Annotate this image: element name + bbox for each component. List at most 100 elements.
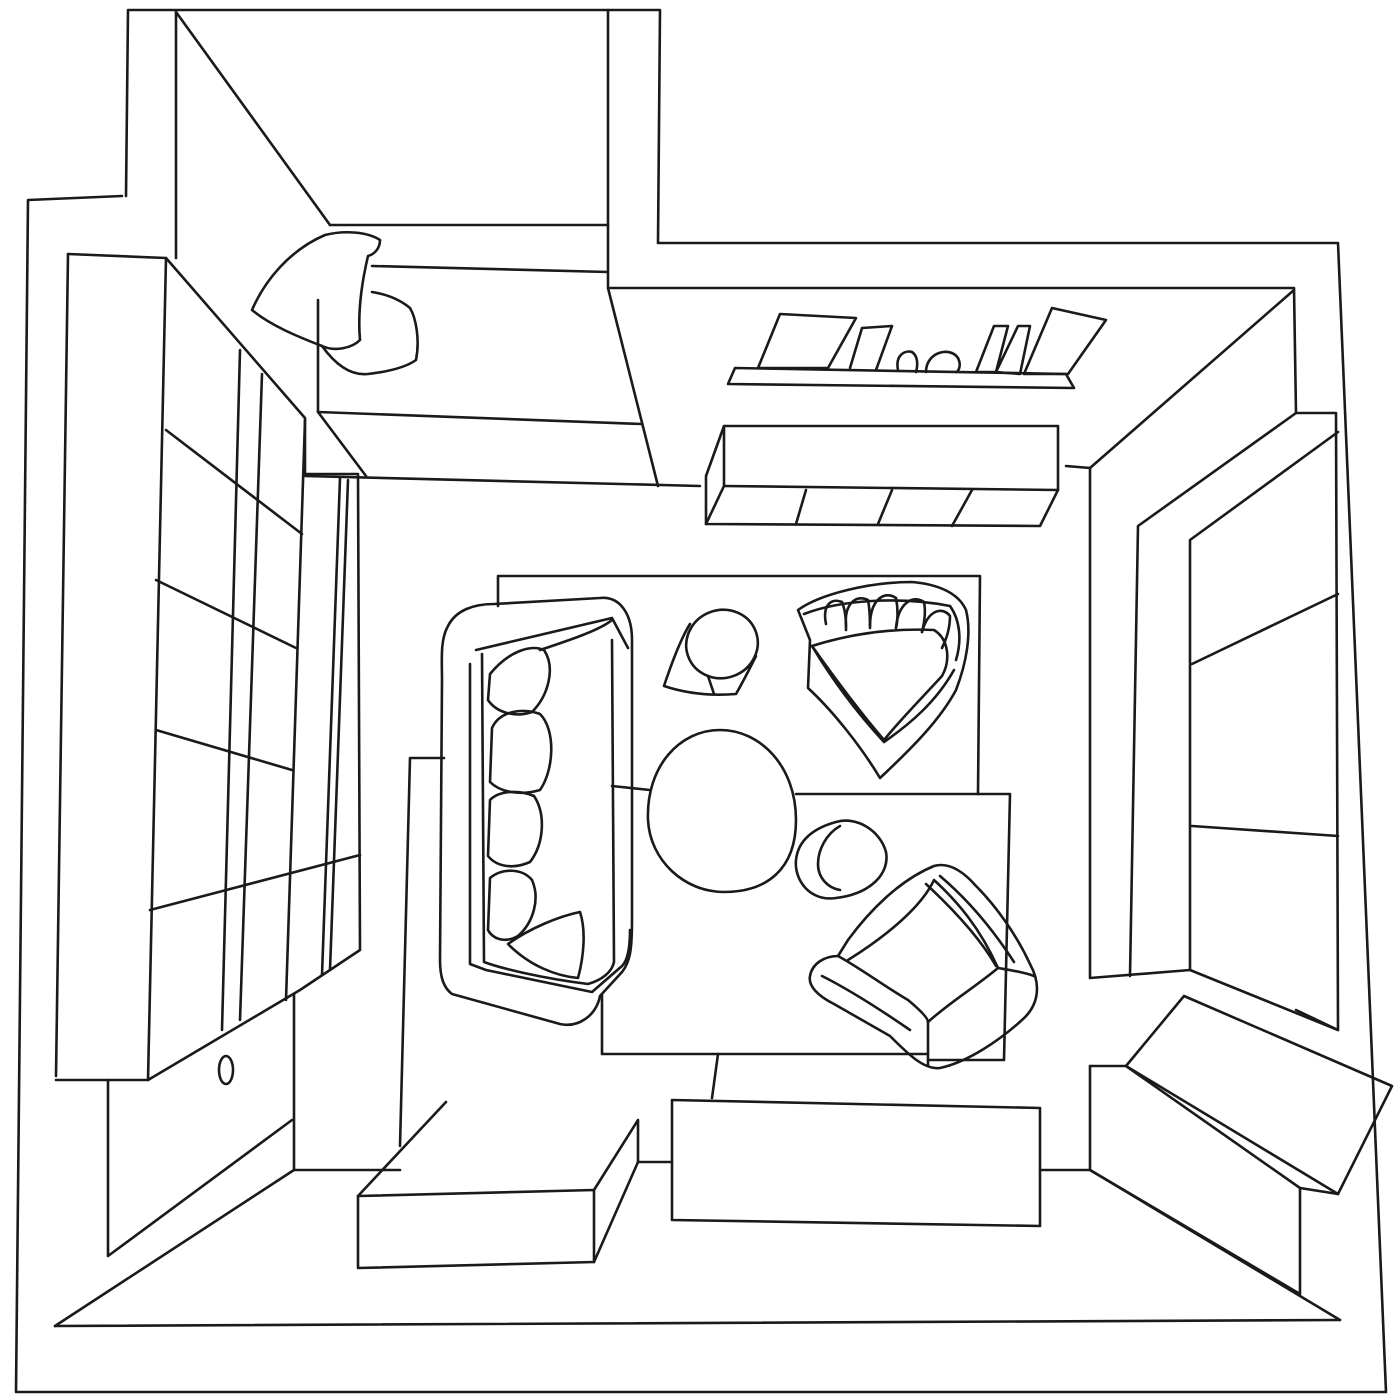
alcove [303,223,702,488]
room-bottom-wall [53,1318,1342,1328]
sofa-cushion-2 [488,709,553,795]
media-console-front [670,1098,1042,1228]
daybed-front [1088,1064,1302,1296]
wall-outlet-icon [217,1054,235,1086]
armchair [808,863,1039,1070]
window-transom-4 [148,853,362,912]
shell-chair-scallop-5 [920,609,952,650]
alcove-ledge [370,264,610,274]
shell-chair-rim [802,599,961,662]
shelf-book-4 [994,324,1032,376]
shelf-book-1 [756,312,858,370]
window-transom-1 [164,428,304,536]
rug-lower [794,792,1012,1062]
outer-wall-outline [14,8,1388,1394]
window-mullion-1 [220,348,242,1032]
side-table-outer [794,819,888,900]
sofa-arm-top [538,618,614,652]
doorway-frame [1128,411,1298,978]
shell-chair-lip [810,644,956,744]
window-frame-left [54,252,70,1078]
shelf-book-3 [974,324,1010,374]
window-transom-3 [154,728,294,772]
room-left-edge [398,756,446,1148]
corner-line-top-left [174,10,332,227]
outer-walls [14,8,1388,1394]
sofa-frame [438,596,634,1027]
shell-chair-scallop-4 [894,598,927,634]
shelf-vase-1 [896,350,919,374]
pouf [662,608,760,697]
armchair-arm-left [836,954,930,1024]
shell-chair-back [796,580,970,780]
window-transom-2 [154,578,298,650]
armchair-arm-left-2 [820,974,912,1032]
lamp-base [320,290,419,376]
armchair-back-inner [938,874,1016,964]
door-panel [1188,430,1340,972]
shelf-book-2 [848,324,894,372]
pouf-top [684,608,760,680]
bench [356,756,640,1270]
rug-lower-left [600,992,930,1056]
wall-shelf [726,306,1108,390]
window-mullion-3 [284,418,307,1002]
armchair-back-inner-2 [924,882,998,968]
right-wall-door [1064,411,1340,1032]
sofa-cushion-3 [486,790,544,868]
daybed-top [1124,994,1394,1196]
floor-lamp [250,230,419,376]
sofa-cushion-1 [486,646,552,716]
sideboard-door-1 [794,488,808,526]
alcove-diagonal [316,410,368,478]
coffee-table-top [646,728,798,894]
shelf-board [726,366,1076,390]
media-console-leg [710,1052,720,1100]
sideboard-bottom-edge [722,484,1060,492]
alcove-floor-edge [316,298,644,426]
daybed-side [1088,1064,1340,1196]
side-table [794,819,888,900]
sideboard-door-3 [950,488,974,528]
sideboard-door-2 [876,488,894,526]
sofa-backrest [480,638,616,986]
coffee-table [646,728,798,894]
sofa-throw-pillow [506,910,585,980]
armchair-arm-right [996,966,1036,978]
window-jamb [146,256,168,1082]
sideboard-side [704,484,726,526]
armchair-seat [846,878,1000,1024]
pouf-body [662,622,758,697]
shell-chair [796,580,970,780]
room-top-wall [606,286,1298,415]
sofa-seam [610,784,652,792]
window-mullion-2 [238,372,264,1022]
window-mullion-5 [320,476,342,977]
corner-line-bottom-left [53,1168,296,1328]
pouf-seam [706,674,716,696]
shelf-book-5 [1022,306,1108,376]
sofa-back-rail [474,616,630,652]
left-window-wall [54,252,402,1258]
sideboard [704,424,1060,528]
right-wall-inner [1064,464,1340,1032]
wall-perspective-top [606,286,660,488]
corner-line-top-right [1088,288,1296,470]
door-panel-line-2 [1190,824,1340,838]
alcove-floor-front [303,474,702,488]
door-panel-line-1 [1190,592,1340,666]
sofa [438,596,652,1027]
media-console [636,1052,1092,1228]
shelf-vase-2 [924,350,961,374]
sofa-seat-inner [468,662,632,994]
sofa-cushion-4 [486,869,537,942]
lamp-shade [250,230,382,351]
bench-top-right [592,1118,640,1264]
shell-chair-seat [810,628,949,742]
daybed [1088,994,1394,1296]
room-right-wall [1294,411,1340,1032]
rug-upper [496,574,982,796]
window-frame-outer [54,252,362,1082]
bench-front [356,1188,596,1270]
